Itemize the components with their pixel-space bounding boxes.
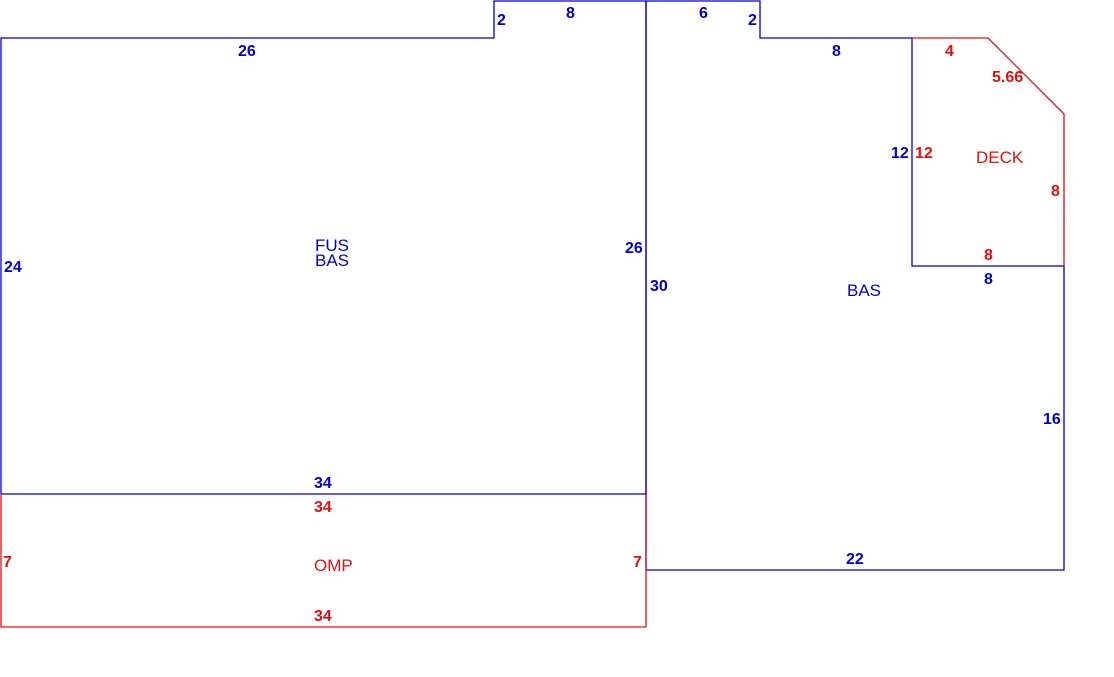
dim-deck-right: 8 <box>1051 183 1060 200</box>
right-section-outline <box>646 0 1065 571</box>
area-label-omp: OMP <box>314 556 353 575</box>
area-label-bas-right: BAS <box>847 281 881 300</box>
dim-bas-right-side: 16 <box>1043 411 1061 428</box>
dim-bas-bottom: 22 <box>846 551 864 568</box>
dim-omp-right: 7 <box>633 554 642 571</box>
dim-deck-bottom: 8 <box>984 247 993 264</box>
dim-notch-left: 2 <box>497 12 506 29</box>
dim-bas-step: 8 <box>984 271 993 288</box>
dim-left-inner-right: 26 <box>625 240 643 257</box>
area-label-fus: FUS <box>315 236 349 255</box>
dim-deck-left-blue: 12 <box>891 145 909 162</box>
area-label-bas-left: BAS <box>315 251 349 270</box>
omp-outline <box>0 494 647 628</box>
dim-left: 24 <box>4 259 22 276</box>
dim-omp-bottom: 34 <box>314 608 332 625</box>
dim-deck-diag: 5.66 <box>992 69 1023 86</box>
dim-right-notch-side: 2 <box>748 12 757 29</box>
deck-outline <box>912 37 1065 266</box>
dim-deck-top: 4 <box>945 43 954 60</box>
dim-omp-top: 34 <box>314 499 332 516</box>
dim-notch-top: 8 <box>566 5 575 22</box>
dim-left-bottom: 34 <box>314 475 332 492</box>
dim-right-top: 8 <box>832 43 841 60</box>
dim-center: 30 <box>650 278 668 295</box>
dim-right-notch-top: 6 <box>699 5 708 22</box>
dim-deck-left-red: 12 <box>915 145 933 162</box>
dim-omp-left: 7 <box>3 554 12 571</box>
area-label-deck: DECK <box>976 148 1024 167</box>
dim-top-left: 26 <box>238 43 256 60</box>
